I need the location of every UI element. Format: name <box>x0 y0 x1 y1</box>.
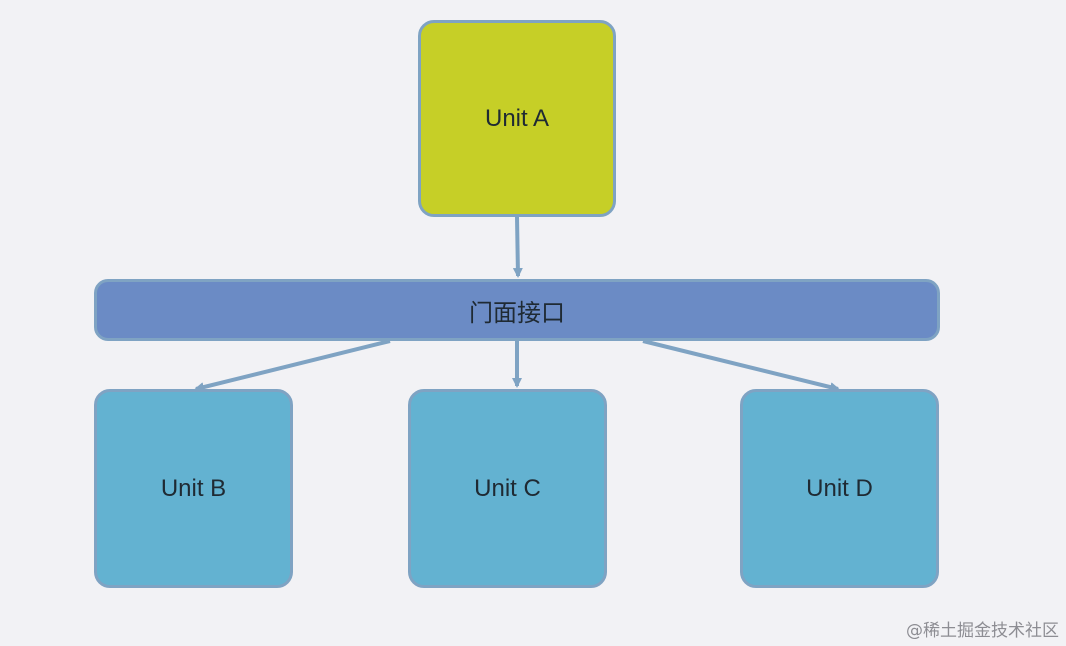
unit-b-box: Unit B <box>94 389 293 588</box>
unit-d-label: Unit D <box>806 474 873 502</box>
unit-a-box: Unit A <box>418 20 616 217</box>
facade-interface-bar: 门面接口 <box>94 279 940 341</box>
unit-d-box: Unit D <box>740 389 939 588</box>
edge-facade-to-unit-d <box>642 339 840 392</box>
unit-a-label: Unit A <box>484 104 550 132</box>
unit-c-label: Unit C <box>474 474 541 502</box>
facade-label: 门面接口 <box>469 298 565 327</box>
edge-unit-a-to-facade <box>512 216 523 278</box>
source-watermark: @稀土掘金技术社区 <box>906 621 1059 641</box>
edge-facade-to-unit-b <box>194 339 391 392</box>
unit-b-label: Unit B <box>160 474 227 502</box>
unit-c-box: Unit C <box>408 389 607 588</box>
